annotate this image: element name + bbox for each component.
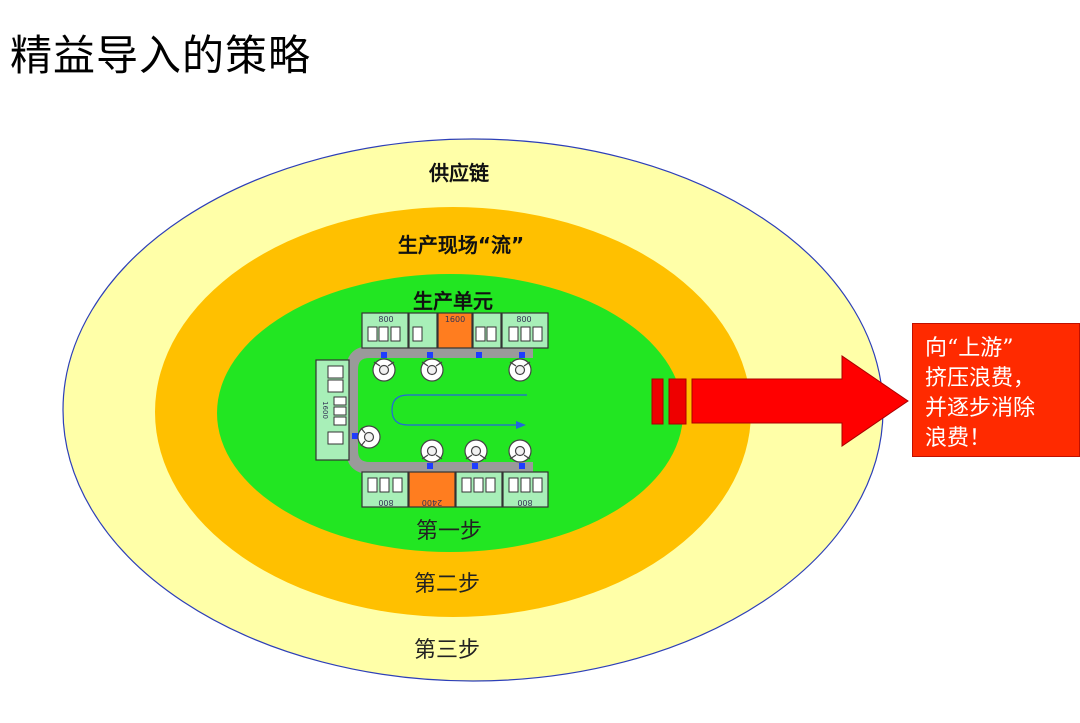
- station-label: 1600: [445, 315, 465, 324]
- operator-icon: [508, 439, 532, 463]
- push-arrow: [651, 355, 909, 447]
- flow-arrow: [391, 394, 527, 426]
- arrow-stripe: [668, 378, 687, 425]
- step-one-label: 第一步: [415, 519, 483, 544]
- machine-box: [333, 396, 347, 406]
- machine-box: [473, 477, 484, 493]
- callout-line: 向“上游”: [925, 336, 1014, 361]
- station-label: 1600: [321, 401, 329, 419]
- station-label: 800: [517, 498, 532, 507]
- flow-arrow-head: [516, 421, 526, 429]
- blue-marker: [472, 463, 478, 469]
- operator-icon: [464, 439, 488, 463]
- machine-box: [367, 326, 378, 342]
- machine-box: [327, 379, 344, 393]
- callout-line: 挤压浪费，: [925, 366, 1036, 391]
- operator-icon: [420, 439, 444, 463]
- machine-box: [392, 477, 403, 493]
- blue-marker: [427, 352, 433, 358]
- machine-box: [379, 477, 390, 493]
- machine-box: [520, 477, 531, 493]
- operator-icon: [420, 358, 444, 382]
- blue-marker: [427, 463, 433, 469]
- page-title: 精益导入的策略: [10, 31, 312, 80]
- station-label: 2400: [422, 498, 442, 507]
- supply-chain-label: 供应链: [429, 161, 489, 185]
- machine-box: [333, 416, 347, 426]
- machine-box: [378, 326, 389, 342]
- station-label: 800: [378, 498, 393, 507]
- u-cell-layout: 800 1600 800 1600: [315, 312, 549, 508]
- blue-marker: [352, 433, 358, 439]
- station-bottom-orange: [408, 471, 456, 508]
- step-three-label: 第三步: [413, 638, 481, 663]
- machine-box: [390, 326, 401, 342]
- machine-box: [486, 326, 497, 342]
- blue-marker: [519, 463, 525, 469]
- machine-box: [461, 477, 472, 493]
- machine-box: [532, 326, 543, 342]
- step-two-label: 第二步: [413, 572, 481, 597]
- machine-box: [327, 431, 344, 445]
- operator-icon: [357, 425, 381, 449]
- callout-line: 浪费！: [925, 426, 992, 451]
- machine-box: [475, 326, 486, 342]
- station-label: 800: [516, 315, 531, 324]
- machine-box: [485, 477, 496, 493]
- blue-marker: [381, 352, 387, 358]
- callout-line: 并逐步消除: [925, 396, 1036, 421]
- station-label: 800: [378, 315, 393, 324]
- machine-box: [532, 477, 543, 493]
- machine-box: [508, 326, 519, 342]
- machine-box: [412, 326, 423, 342]
- blue-marker: [476, 352, 482, 358]
- machine-box: [327, 365, 344, 379]
- operator-icon: [508, 358, 532, 382]
- machine-box: [333, 406, 347, 416]
- machine-box: [508, 477, 519, 493]
- production-flow-label: 生产现场“流”: [397, 233, 525, 257]
- production-cell-label: 生产单元: [413, 289, 493, 313]
- station-top-orange: [437, 312, 473, 349]
- operator-icon: [372, 358, 396, 382]
- blue-marker: [519, 352, 525, 358]
- arrow-stripe: [651, 378, 664, 425]
- callout-box: 向“上游” 挤压浪费， 并逐步消除 浪费！: [912, 323, 1080, 457]
- machine-box: [367, 477, 378, 493]
- conveyor-track: [346, 346, 533, 474]
- machine-box: [520, 326, 531, 342]
- production-cell-ring: [217, 274, 683, 552]
- arrow-body: [691, 355, 909, 447]
